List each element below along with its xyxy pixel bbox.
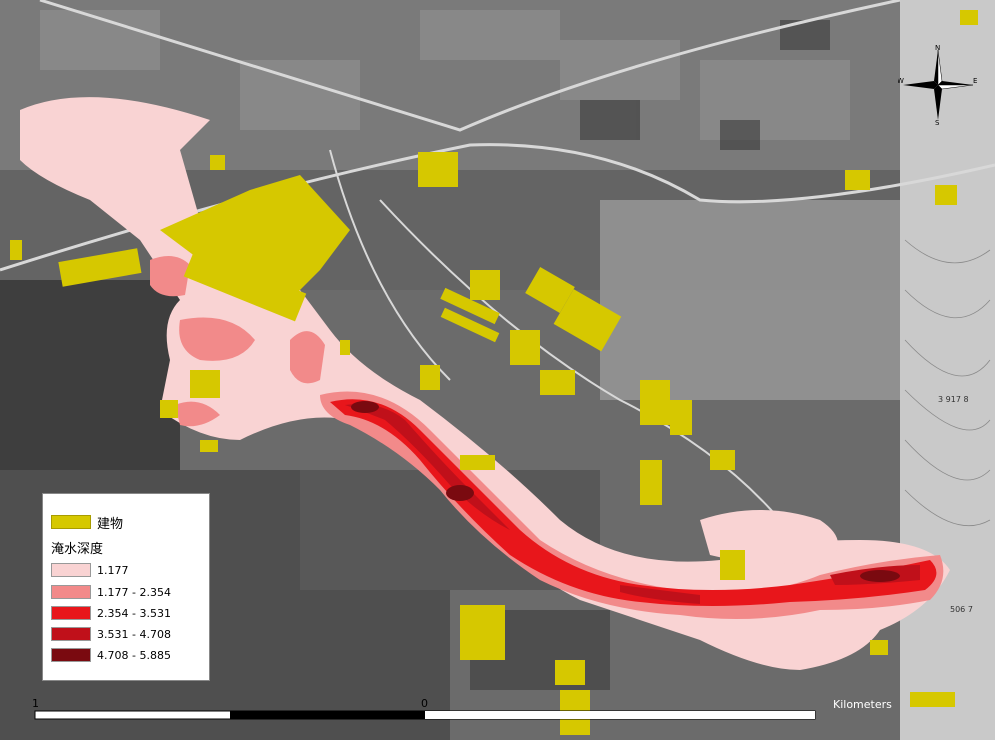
legend-class-label: 1.177 - 2.354 — [97, 585, 171, 599]
legend-building-row: 建物 — [51, 514, 124, 532]
scale-tick-0: 0 — [421, 697, 428, 710]
legend-swatch — [51, 627, 91, 641]
flood-zone-5 — [351, 401, 900, 582]
legend-class-label: 3.531 - 4.708 — [97, 627, 171, 641]
river-road — [39, 0, 901, 132]
legend-swatch — [51, 585, 91, 599]
legend-class-row: 1.177 - 2.354 — [51, 584, 171, 600]
east-label: E — [973, 77, 977, 85]
legend-class-row: 1.177 — [51, 562, 129, 578]
west-label: W — [898, 77, 904, 85]
legend-building-label: 建物 — [97, 516, 124, 532]
contour-label: 3 917 8 — [938, 395, 969, 404]
legend-class-row: 2.354 - 3.531 — [51, 605, 171, 621]
legend-swatch — [51, 648, 91, 662]
scale-tick-1: 1 — [32, 697, 39, 710]
legend-class-label: 1.177 — [97, 563, 129, 577]
legend-class-label: 2.354 - 3.531 — [97, 606, 171, 620]
south-label: S — [935, 119, 940, 125]
topo-map-strip — [900, 0, 995, 740]
legend-swatch — [51, 563, 91, 577]
map-legend: 建物 淹水深度 1.177 1.177 - 2.354 2.354 - 3.53… — [42, 493, 210, 681]
legend-class-label: 4.708 - 5.885 — [97, 648, 171, 662]
legend-depth-title: 淹水深度 — [51, 542, 104, 557]
scale-bar — [34, 710, 816, 720]
scale-unit: Kilometers — [833, 698, 892, 711]
legend-building-swatch — [51, 515, 91, 529]
legend-class-row: 3.531 - 4.708 — [51, 626, 171, 642]
compass-rose-icon: N W E S — [898, 45, 977, 125]
legend-swatch — [51, 606, 91, 620]
highway-road — [0, 143, 995, 272]
legend-class-row: 4.708 - 5.885 — [51, 647, 171, 663]
contour-label: 506 7 — [950, 605, 973, 614]
north-label: N — [935, 45, 940, 52]
